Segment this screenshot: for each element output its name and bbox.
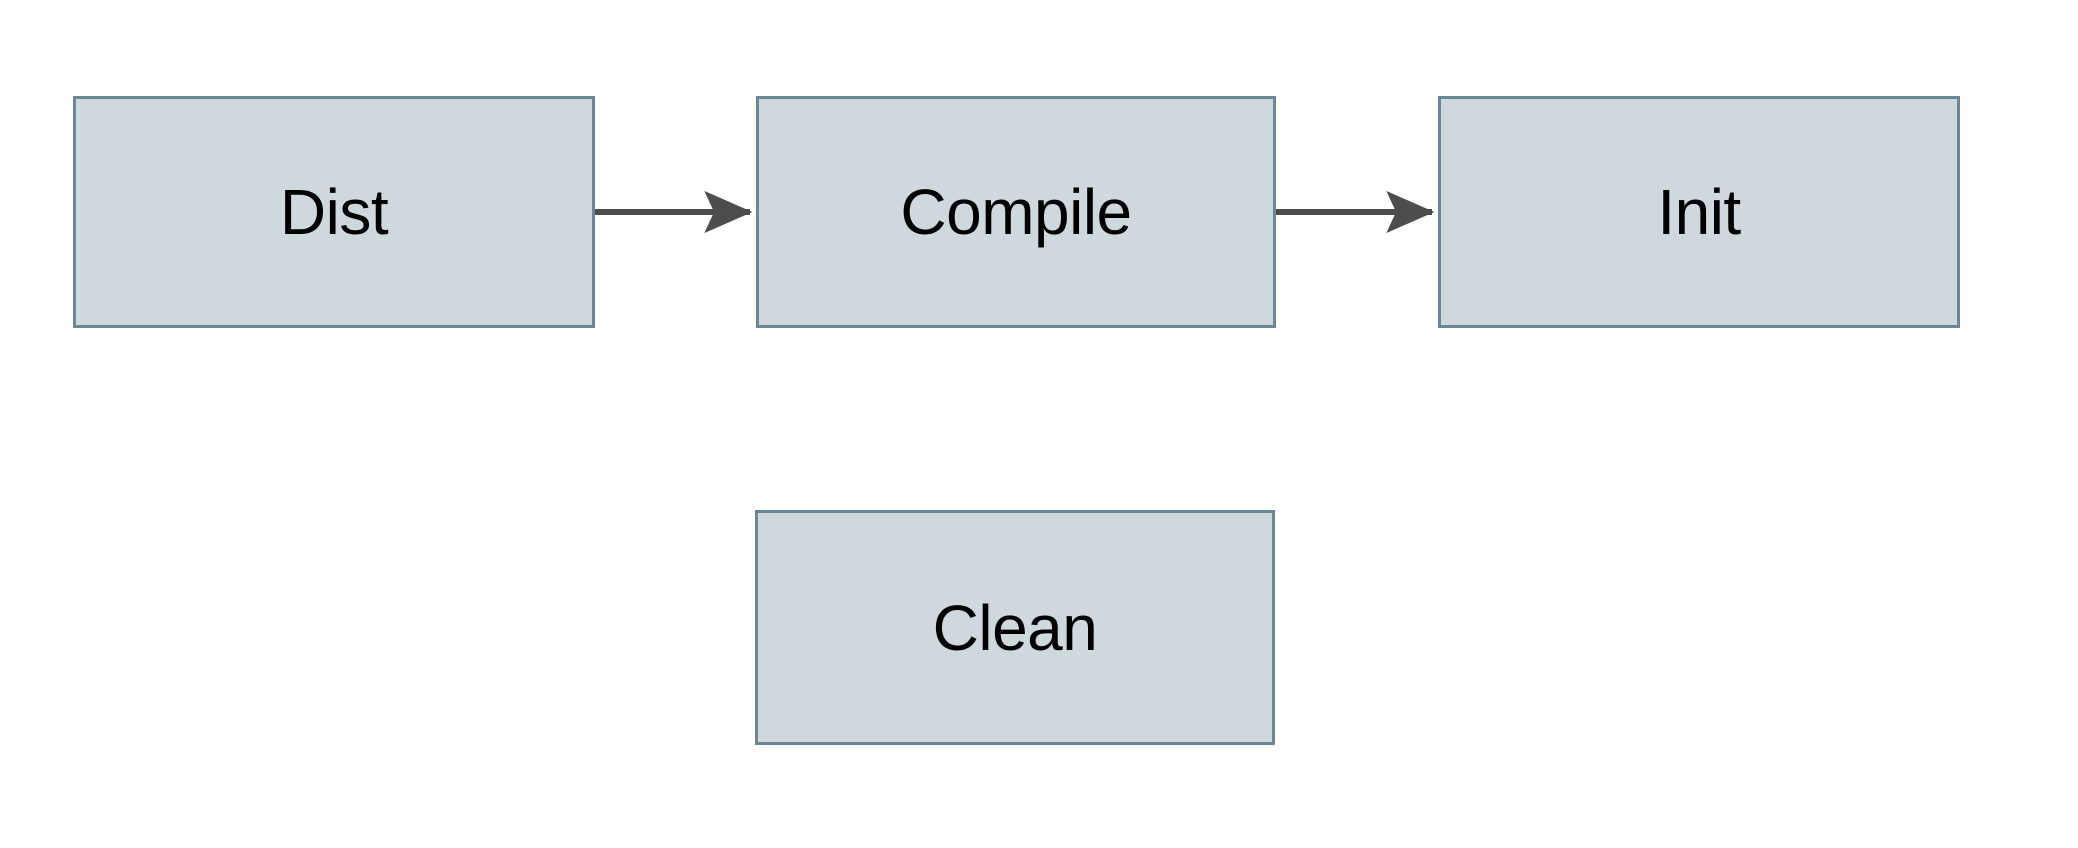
node-compile[interactable]: Compile	[756, 96, 1276, 328]
node-dist[interactable]: Dist	[73, 96, 595, 328]
node-dist-label: Dist	[279, 176, 389, 248]
node-clean-label: Clean	[932, 591, 1098, 664]
node-init-label: Init	[1657, 176, 1741, 248]
node-clean[interactable]: Clean	[755, 510, 1275, 745]
node-compile-label: Compile	[900, 176, 1132, 248]
node-init[interactable]: Init	[1438, 96, 1960, 328]
